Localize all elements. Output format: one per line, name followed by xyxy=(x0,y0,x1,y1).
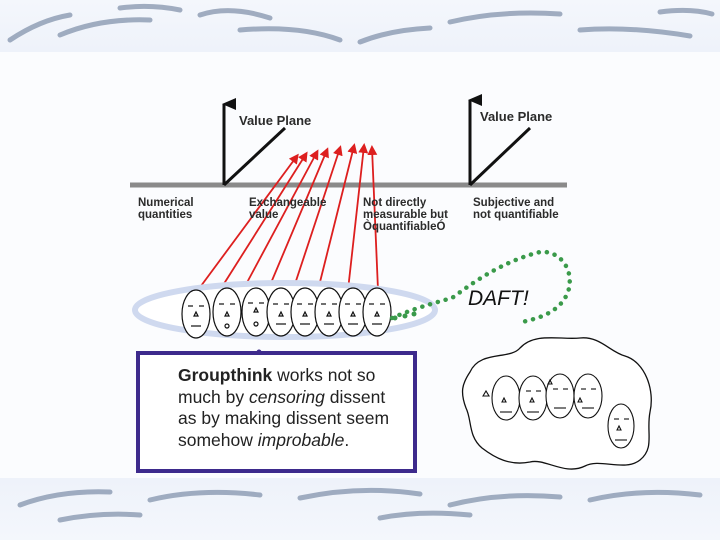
dotted-bubble-outline xyxy=(389,249,572,325)
face-iso-2 xyxy=(518,375,548,421)
improbable-word: improbable xyxy=(257,429,345,450)
red-arrow-5 xyxy=(292,145,343,291)
red-arrow-1 xyxy=(197,153,299,291)
face-8 xyxy=(362,287,392,337)
face-iso-5 xyxy=(607,403,635,449)
group-faces xyxy=(181,287,392,339)
value-plane-right-axes xyxy=(468,94,532,187)
value-plane-left-axes xyxy=(222,98,287,187)
value-plane-right-label: Value Plane xyxy=(480,109,553,124)
dotted-connector xyxy=(392,311,417,321)
groupthink-quote: Groupthink works not so much by censorin… xyxy=(178,365,390,450)
brush-strokes-top xyxy=(7,3,715,45)
not-directly-measurable-label: Not directly measurable but Òquantifiabl… xyxy=(363,197,448,233)
face-1 xyxy=(181,289,211,339)
daft-bubble-text: DAFT! xyxy=(468,287,529,310)
red-arrow-3 xyxy=(242,149,319,291)
face-iso-4 xyxy=(573,373,603,419)
red-arrow-8 xyxy=(367,145,379,291)
red-arrow-6 xyxy=(317,143,358,291)
groupthink-term: Groupthink xyxy=(178,365,273,385)
red-arrows xyxy=(197,143,379,291)
value-plane-left-label: Value Plane xyxy=(239,113,312,128)
numerical-quantities-label: Numerical quantities xyxy=(138,197,194,221)
red-arrow-4 xyxy=(267,147,329,291)
exchangeable-value-label: Exchangeable value xyxy=(249,197,327,221)
red-arrow-2 xyxy=(219,151,308,291)
face-iso-3 xyxy=(545,373,575,419)
face-2 xyxy=(212,287,242,337)
red-arrow-7 xyxy=(347,143,369,291)
brush-strokes-bottom xyxy=(17,487,703,523)
groupthink-quote-box: Groupthink works not so much by censorin… xyxy=(136,351,417,473)
censoring-word: censoring xyxy=(249,386,325,407)
subjective-label: Subjective and not quantifiable xyxy=(473,197,559,221)
isolated-faces xyxy=(482,373,635,449)
face-3 xyxy=(241,287,271,337)
